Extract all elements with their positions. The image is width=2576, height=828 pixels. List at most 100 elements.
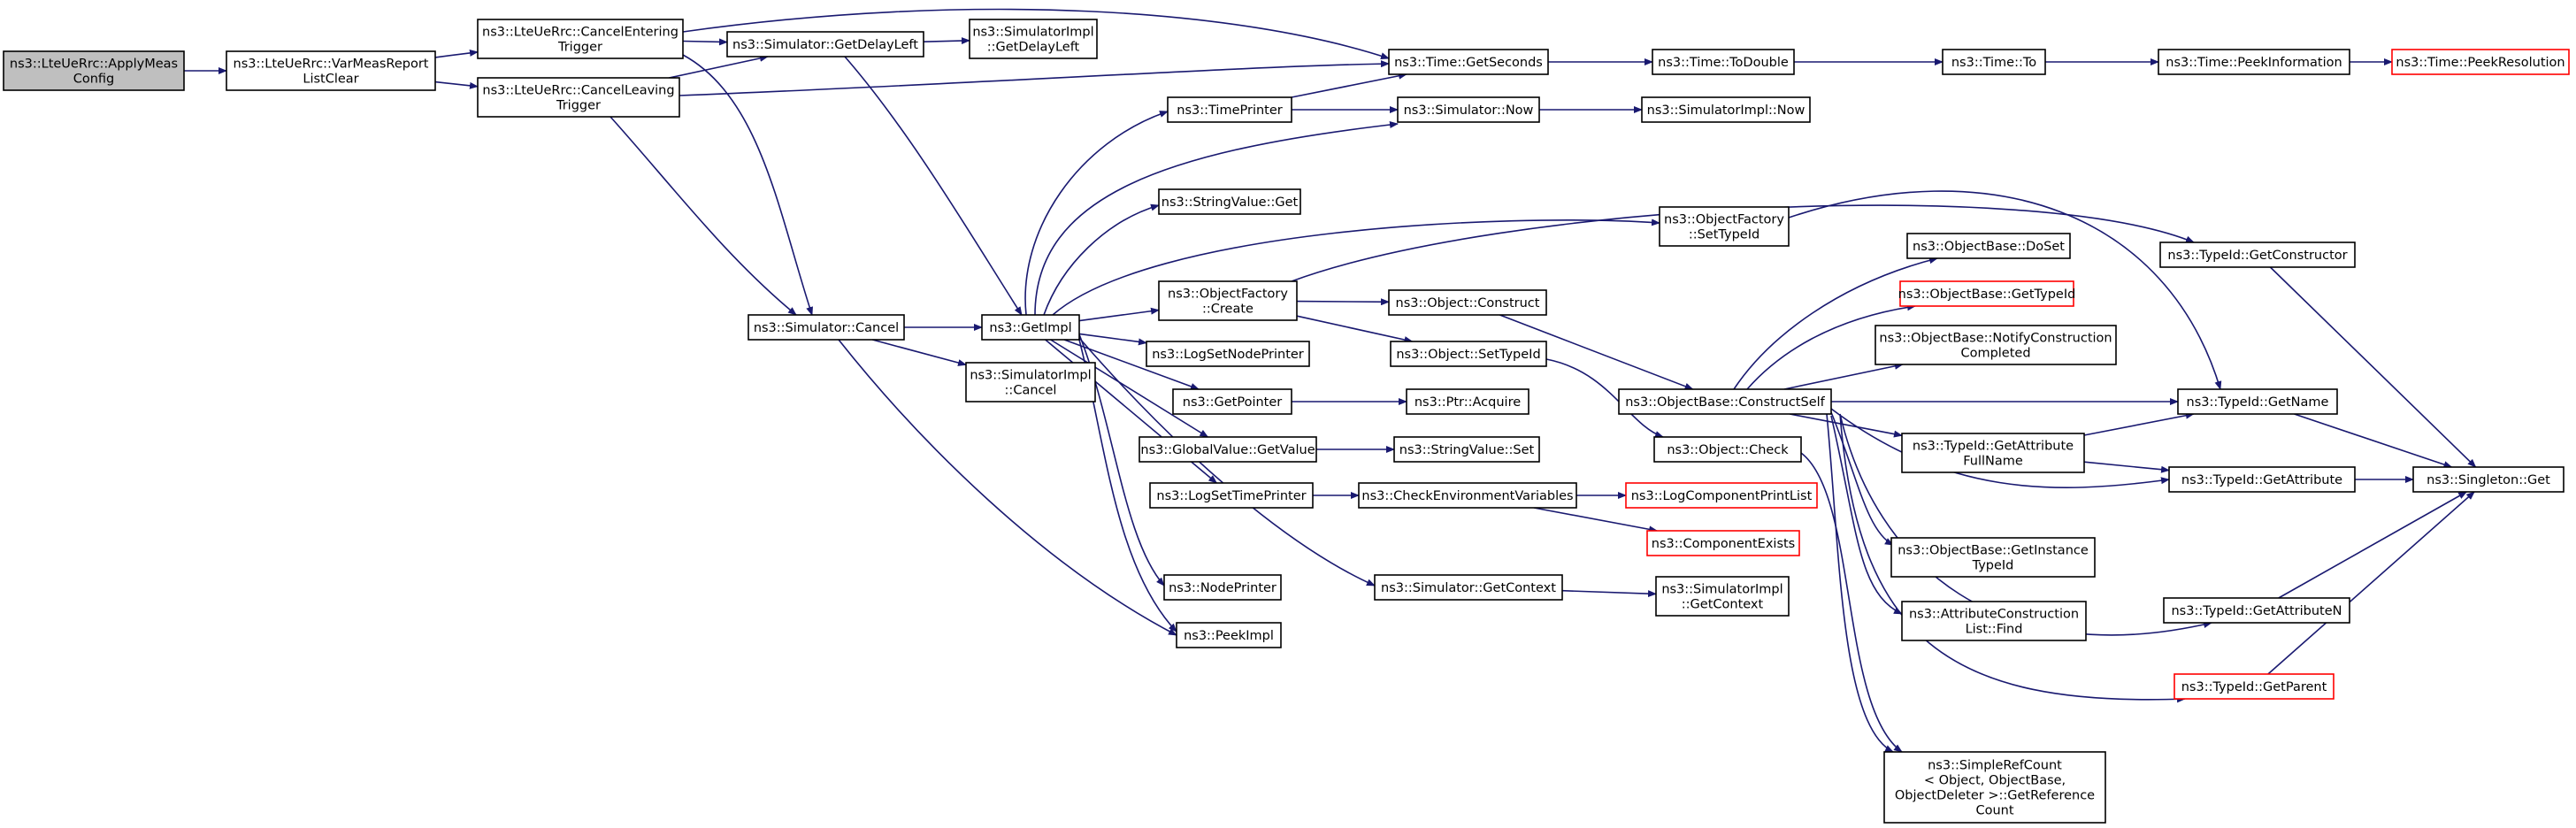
node-box bbox=[2163, 597, 2350, 624]
node-label: ns3::ObjectBase::GetTypeId bbox=[1898, 288, 2076, 302]
call-edge-n4-n5 bbox=[923, 37, 970, 45]
graph-node-n23[interactable]: ns3::ObjectBase::NotifyConstructionCompl… bbox=[1874, 325, 2117, 365]
call-edge-n22-n29 bbox=[1499, 314, 1694, 390]
node-label: TypeId bbox=[1972, 559, 2014, 573]
node-box bbox=[2177, 388, 2338, 415]
graph-node-n44[interactable]: ns3::SimulatorImpl::GetContext bbox=[1655, 576, 1790, 617]
graph-node-n11[interactable]: ns3::TimePrinter bbox=[1167, 96, 1292, 123]
graph-node-n40[interactable]: ns3::ComponentExists bbox=[1646, 530, 1800, 556]
node-label: ns3::TypeId::GetConstructor bbox=[2167, 249, 2347, 263]
node-label: Completed bbox=[1960, 347, 2030, 361]
node-box bbox=[1655, 576, 1790, 617]
node-label: ns3::SimulatorImpl bbox=[972, 26, 1093, 40]
node-box bbox=[1659, 206, 1790, 247]
node-box bbox=[965, 362, 1096, 402]
graph-node-n13[interactable]: ns3::SimulatorImpl::Now bbox=[1641, 96, 1811, 123]
graph-node-n29[interactable]: ns3::ObjectBase::ConstructSelf bbox=[1618, 388, 1832, 415]
call-edge-n29-n48 bbox=[1839, 413, 2186, 703]
node-label: ns3::LteUeRrc::ApplyMeas bbox=[10, 58, 178, 72]
graph-node-n31[interactable]: ns3::GlobalValue::GetValue bbox=[1138, 436, 1317, 463]
node-label: ns3::Ptr::Acquire bbox=[1414, 395, 1521, 410]
node-box bbox=[1901, 601, 2087, 641]
call-edge-n29-n41 bbox=[1830, 411, 1894, 546]
graph-node-n15[interactable]: ns3::ObjectFactory::SetTypeId bbox=[1659, 206, 1790, 247]
graph-node-n18[interactable]: ns3::ObjectBase::GetTypeId bbox=[1898, 280, 2076, 307]
node-label: ns3::CheckEnvironmentVariables bbox=[1361, 489, 1573, 503]
call-edge-n19-n26 bbox=[871, 339, 967, 366]
graph-node-n8[interactable]: ns3::Time::To bbox=[1942, 49, 2046, 75]
graph-node-n30[interactable]: ns3::TypeId::GetName bbox=[2177, 388, 2338, 415]
node-label: ns3::TypeId::GetAttribute bbox=[2181, 473, 2342, 487]
graph-node-n32[interactable]: ns3::StringValue::Set bbox=[1393, 436, 1540, 463]
call-edge-n3-n19 bbox=[610, 116, 797, 316]
graph-node-n37[interactable]: ns3::LogSetTimePrinter bbox=[1149, 482, 1314, 509]
graph-node-n48[interactable]: ns3::TypeId::GetParent bbox=[2174, 673, 2334, 700]
graph-node-n33[interactable]: ns3::Object::Check bbox=[1653, 436, 1802, 463]
call-edge-n20-n12 bbox=[1034, 121, 1399, 316]
graph-node-n16[interactable]: ns3::ObjectBase::DoSet bbox=[1906, 233, 2071, 259]
graph-node-n26[interactable]: ns3::SimulatorImpl::Cancel bbox=[965, 362, 1096, 402]
node-label: ns3::LogSetTimePrinter bbox=[1156, 489, 1306, 503]
call-edge-n3-n6 bbox=[678, 60, 1390, 96]
graph-node-n14[interactable]: ns3::StringValue::Get bbox=[1158, 188, 1301, 215]
graph-node-n12[interactable]: ns3::Simulator::Now bbox=[1397, 96, 1540, 123]
call-edge-n25-n33 bbox=[1545, 358, 1664, 438]
graph-node-n20[interactable]: ns3::GetImpl bbox=[981, 314, 1080, 341]
graph-node-n36[interactable]: ns3::Singleton::Get bbox=[2412, 466, 2564, 493]
call-edge-n1-n2 bbox=[434, 49, 479, 58]
call-nodes: ns3::LteUeRrc::ApplyMeasConfigns3::LteUe… bbox=[3, 19, 2570, 824]
call-edge-n2-n6 bbox=[682, 8, 1390, 59]
graph-node-n4[interactable]: ns3::Simulator::GetDelayLeft bbox=[726, 31, 924, 58]
node-box bbox=[1172, 388, 1292, 415]
node-label: ::Cancel bbox=[1005, 384, 1057, 398]
node-label: Trigger bbox=[557, 41, 602, 55]
graph-node-n6[interactable]: ns3::Time::GetSeconds bbox=[1388, 49, 1549, 75]
graph-node-n43[interactable]: ns3::Simulator::GetContext bbox=[1374, 574, 1563, 601]
node-box bbox=[969, 19, 1098, 59]
node-box bbox=[1625, 482, 1818, 509]
graph-node-n25[interactable]: ns3::Object::SetTypeId bbox=[1390, 341, 1547, 367]
node-box bbox=[2168, 466, 2356, 493]
graph-node-n19[interactable]: ns3::Simulator::Cancel bbox=[748, 314, 905, 341]
graph-node-n42[interactable]: ns3::NodePrinter bbox=[1163, 574, 1282, 601]
graph-node-n27[interactable]: ns3::GetPointer bbox=[1172, 388, 1292, 415]
graph-node-n47[interactable]: ns3::PeekImpl bbox=[1176, 622, 1282, 648]
call-edge-n20-n31 bbox=[1050, 339, 1209, 438]
graph-node-n24[interactable]: ns3::LogSetNodePrinter bbox=[1146, 341, 1310, 367]
graph-node-n39[interactable]: ns3::LogComponentPrintList bbox=[1625, 482, 1818, 509]
node-box bbox=[1652, 49, 1795, 75]
graph-node-n28[interactable]: ns3::Ptr::Acquire bbox=[1406, 388, 1530, 415]
graph-node-n9[interactable]: ns3::Time::PeekInformation bbox=[2158, 49, 2350, 75]
node-box bbox=[1646, 530, 1800, 556]
graph-node-n5[interactable]: ns3::SimulatorImpl::GetDelayLeft bbox=[969, 19, 1098, 59]
graph-node-n35[interactable]: ns3::TypeId::GetAttribute bbox=[2168, 466, 2356, 493]
graph-node-n49[interactable]: ns3::SimpleRefCount< Object, ObjectBase,… bbox=[1883, 751, 2106, 824]
node-box bbox=[1158, 188, 1301, 215]
graph-node-n22[interactable]: ns3::Object::Construct bbox=[1388, 289, 1547, 316]
node-label: ::GetContext bbox=[1682, 598, 1764, 612]
node-label: ns3::ObjectBase::GetInstance bbox=[1898, 544, 2089, 558]
graph-node-n21[interactable]: ns3::ObjectFactory::Create bbox=[1158, 280, 1298, 321]
call-edge-n29-n23 bbox=[1783, 362, 1904, 390]
graph-node-n10[interactable]: ns3::Time::PeekResolution bbox=[2391, 49, 2570, 75]
node-label: ns3::LogComponentPrintList bbox=[1631, 489, 1813, 503]
node-label: ListClear bbox=[303, 73, 358, 87]
node-label: ns3::TypeId::GetAttribute bbox=[1913, 440, 2074, 454]
graph-node-n38[interactable]: ns3::CheckEnvironmentVariables bbox=[1358, 482, 1577, 509]
node-label: ns3::SimulatorImpl bbox=[1661, 583, 1782, 597]
node-label: ns3::Simulator::Now bbox=[1404, 104, 1534, 118]
graph-node-n17[interactable]: ns3::TypeId::GetConstructor bbox=[2159, 242, 2356, 268]
node-label: ns3::GlobalValue::GetValue bbox=[1140, 443, 1315, 457]
call-edge-n29-n49 bbox=[1826, 413, 1894, 753]
graph-node-n7[interactable]: ns3::Time::ToDouble bbox=[1652, 49, 1795, 75]
call-edge-n20-n27 bbox=[1063, 339, 1200, 390]
graph-node-n45[interactable]: ns3::TypeId::GetAttributeN bbox=[2163, 597, 2350, 624]
